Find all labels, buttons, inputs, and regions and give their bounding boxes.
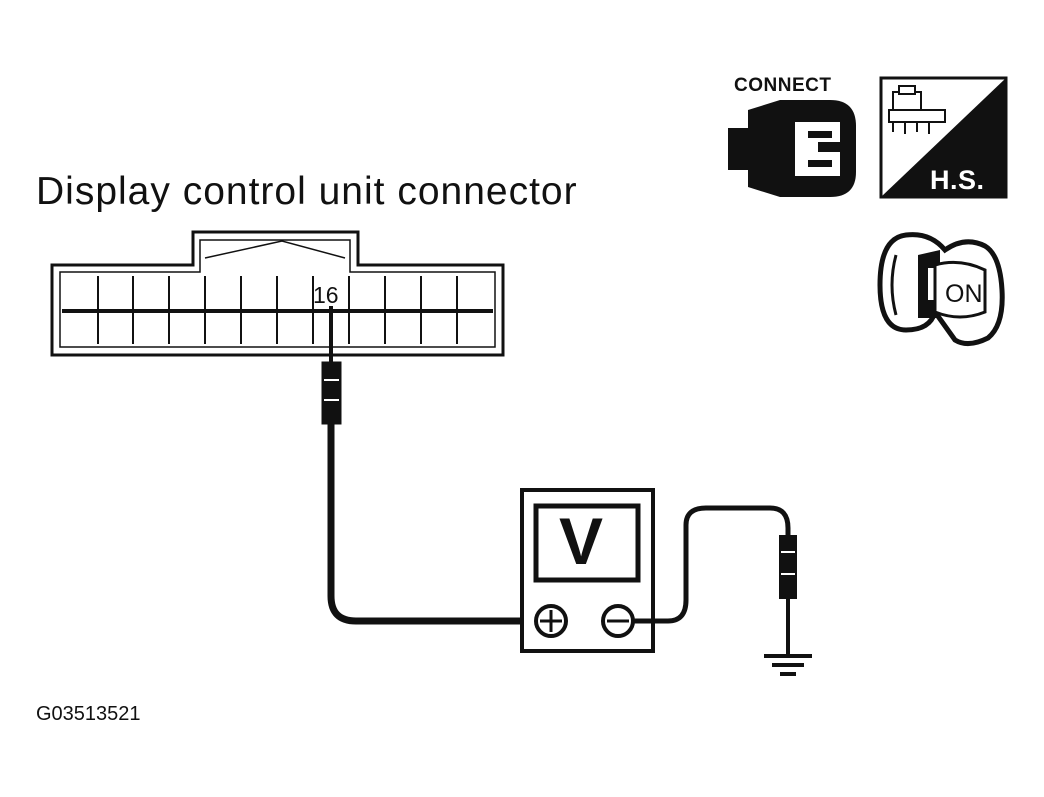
connector-plug-icon [728,100,856,197]
connector-terminal-grid [62,276,493,344]
harness-side-label: H.S. [930,165,985,195]
pin-number-label: 16 [313,282,339,308]
figure-id: G03513521 [36,703,141,725]
voltmeter-label: V [559,504,604,578]
diagram-title: Display control unit connector [36,170,578,213]
negative-probe-lead [633,505,797,655]
voltmeter [520,488,655,653]
negative-terminal-icon [601,604,635,638]
connect-label: CONNECT [734,75,832,96]
display-control-unit-connector [50,230,505,357]
ignition-key-icon [877,232,1005,346]
positive-probe-lead [321,306,528,625]
ground-symbol-icon [764,654,812,676]
ignition-on-label: ON [945,280,983,308]
harness-side-icon [879,76,1008,199]
positive-terminal-icon [534,604,568,638]
